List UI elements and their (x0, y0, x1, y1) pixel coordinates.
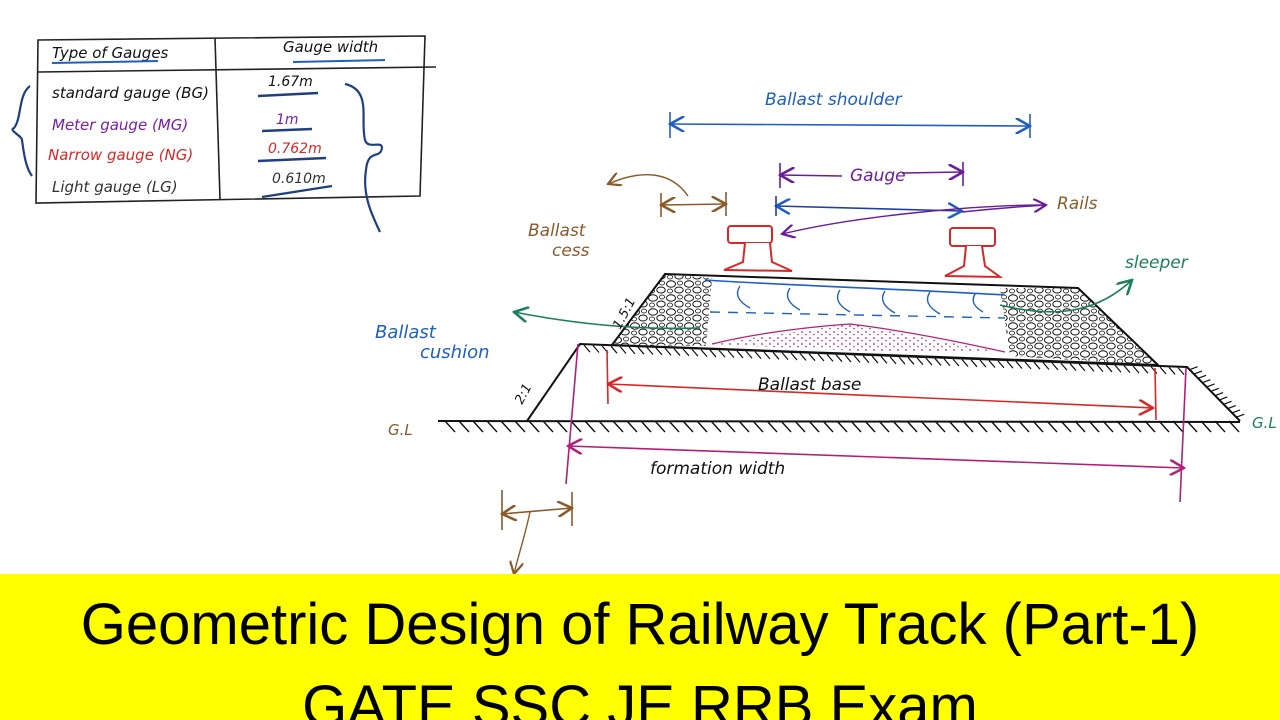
formation-width-label: formation width (650, 459, 785, 479)
underline (257, 156, 327, 163)
underline (261, 127, 313, 133)
table-row: Light gauge (LG) 0.610m (52, 171, 333, 199)
banner-title-line-2: GATE SSC JE RRB Exam (302, 674, 978, 720)
table-row: Narrow gauge (NG) 0.762m (48, 141, 327, 164)
dimension-extension (606, 349, 609, 405)
gauge-table: Type of Gauges Gauge width standard gaug… (11, 35, 437, 233)
ballast-cushion-label-2: cushion (420, 342, 490, 363)
cushion-outline (711, 323, 1006, 353)
underline (257, 91, 319, 98)
left-brace (11, 85, 33, 177)
ground-hatching (444, 420, 1240, 433)
underline (292, 59, 386, 63)
gauge-arrow-right (901, 172, 963, 173)
ballast-base-arrow (608, 384, 1153, 408)
track-cross-section (437, 225, 1245, 433)
ballast-dots (710, 324, 1000, 352)
rail-left (723, 225, 793, 272)
ballast-stones-right (1000, 288, 1158, 365)
table-border (35, 35, 426, 204)
gauge-width-cell: 1m (276, 112, 299, 128)
gauge-width-cell: 0.762m (268, 141, 322, 157)
ballast-shoulder-label: Ballast shoulder (765, 90, 903, 110)
sleeper-label: sleeper (1125, 253, 1189, 273)
ground-level-right-label: G.L (1252, 414, 1277, 432)
formation-width-arrow (568, 446, 1184, 468)
ballast-shoulder-arrow (670, 124, 1030, 126)
dimension-extension (1154, 367, 1157, 421)
banner-title-line-1: Geometric Design of Railway Track (Part-… (80, 592, 1200, 657)
dimension-extension (565, 343, 579, 485)
gauge-type-cell: Light gauge (LG) (52, 178, 178, 196)
side-width-arrow (502, 508, 572, 514)
ballast-cess-label: Ballast (528, 221, 587, 241)
table-row: standard gauge (BG) 1.67m (52, 74, 319, 102)
gauge-type-cell: standard gauge (BG) (52, 84, 209, 102)
ballast-cess-label-2: cess (552, 241, 590, 261)
gauge-arrow-left (780, 175, 843, 176)
formation-hatching (583, 344, 1245, 418)
ballast-outline (610, 272, 1161, 367)
table-row: Meter gauge (MG) 1m (52, 112, 313, 134)
ballast-cushion-label: Ballast (375, 322, 437, 343)
rail-gauge-arrow (776, 206, 962, 211)
ballast-cess-pointer (608, 175, 689, 197)
table-header-width: Gauge width (283, 38, 378, 56)
sleeper-top (704, 279, 1006, 296)
underline (51, 60, 159, 64)
right-brace (344, 82, 384, 233)
ground-level-left-label: G.L (388, 421, 413, 439)
sleeper-base (709, 311, 1006, 319)
table-header-type: Type of Gauges (52, 44, 169, 62)
underline (261, 184, 333, 199)
ballast-cushion-pointer (514, 312, 701, 330)
title-banner: Geometric Design of Railway Track (Part-… (0, 574, 1280, 720)
ballast-base-label: Ballast base (758, 375, 861, 395)
sleeper-marks (736, 285, 984, 315)
gauge-width-cell: 1.67m (268, 74, 313, 90)
side-width-pointer (514, 511, 531, 574)
gauge-label: Gauge (850, 166, 906, 186)
formation-slope-label: 2:1 (512, 381, 535, 407)
rails-pointer-left (782, 204, 1047, 234)
ballast-cess-arrow (661, 204, 726, 205)
sleeper-pointer (999, 280, 1132, 313)
rail-right (944, 227, 1004, 279)
gauge-type-cell: Narrow gauge (NG) (48, 146, 193, 164)
rails-label: Rails (1057, 194, 1098, 214)
gauge-width-cell: 0.610m (272, 171, 326, 187)
table-column-divider (214, 37, 221, 200)
gauge-type-cell: Meter gauge (MG) (52, 116, 188, 134)
table-header-divider (37, 66, 437, 73)
dimension-extension (1179, 367, 1187, 503)
